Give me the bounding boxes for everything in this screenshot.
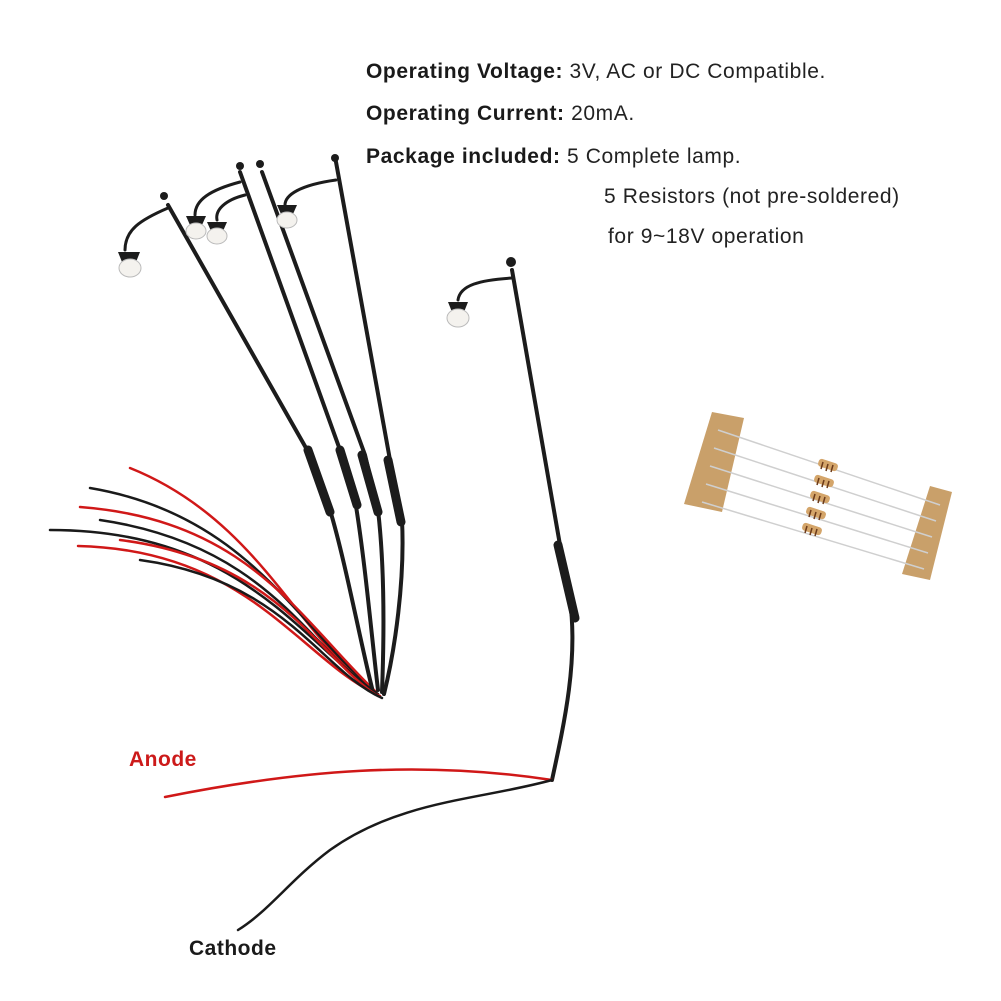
spec-package-label: Package included:	[366, 145, 561, 168]
spec-package: Package included: 5 Complete lamp.	[366, 145, 741, 169]
spec-package-value-3: for 9~18V operation	[608, 225, 805, 248]
tape-left	[684, 412, 744, 512]
bundle-arms	[123, 178, 338, 252]
bundle-posts	[166, 160, 406, 696]
bundle-wires	[48, 466, 384, 700]
spec-voltage: Operating Voltage: 3V, AC or DC Compatib…	[366, 60, 826, 84]
resistor-strip	[684, 412, 952, 580]
cathode-label: Cathode	[189, 937, 277, 960]
spec-current-value: 20mA.	[571, 102, 635, 125]
spec-package-value-2: 5 Resistors (not pre-soldered)	[604, 185, 900, 208]
cathode-wire	[236, 778, 554, 932]
anode-wire	[163, 768, 554, 799]
spec-current-label: Operating Current:	[366, 102, 565, 125]
tape-right	[902, 486, 952, 580]
spec-voltage-value: 3V, AC or DC Compatible.	[569, 60, 826, 83]
spec-current: Operating Current: 20mA.	[366, 102, 635, 126]
spec-voltage-label: Operating Voltage:	[366, 60, 564, 83]
resistors	[802, 458, 838, 537]
spec-package-line-2: 5 Resistors (not pre-soldered)	[604, 185, 900, 209]
bundle-finials	[160, 154, 339, 200]
single-lamp	[163, 257, 580, 932]
spec-package-value-1: 5 Complete lamp.	[567, 145, 742, 168]
bundle-lamp-heads	[118, 205, 298, 278]
spec-package-line-3: for 9~18V operation	[608, 225, 804, 249]
lamp-bundle	[48, 154, 406, 700]
anode-label: Anode	[129, 748, 197, 771]
